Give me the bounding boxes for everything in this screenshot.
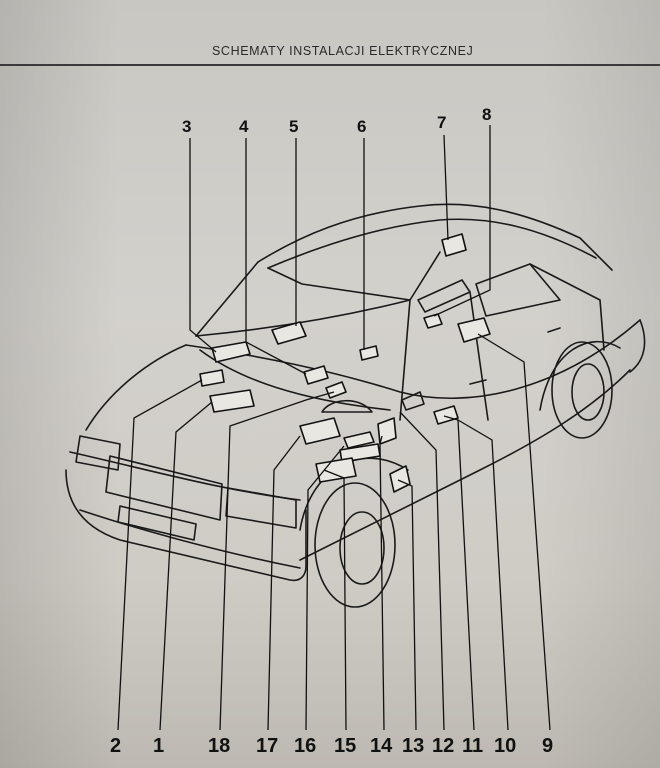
door-handle-front [469, 379, 487, 385]
callout-15: 15 [334, 735, 356, 757]
b-pillar [469, 291, 489, 421]
module-18 [299, 417, 341, 445]
body-sill [299, 369, 631, 561]
front-wheel-hub [339, 511, 385, 585]
callout-11: 11 [462, 735, 483, 757]
callout-6: 6 [357, 117, 366, 136]
engine-component-dome [321, 400, 373, 413]
car-roof [257, 203, 613, 271]
body-rear [629, 319, 646, 373]
a-pillar [399, 299, 411, 421]
callout-9: 9 [542, 735, 553, 757]
front-bumper [65, 469, 307, 582]
front-wheel [314, 482, 396, 608]
front-bumper-top [69, 451, 301, 501]
module-15 [315, 457, 357, 483]
module-1 [209, 389, 255, 413]
license-plate [117, 505, 197, 541]
callout-12: 12 [432, 735, 454, 757]
headlight-right [225, 487, 297, 529]
rear-wheel-hub [571, 363, 605, 421]
module-7 [441, 233, 467, 257]
module-13 [389, 465, 411, 493]
module-2 [199, 369, 225, 387]
module-11 [433, 405, 459, 425]
header-rule [0, 64, 660, 66]
module-8 [423, 313, 443, 329]
hood-front [85, 344, 187, 431]
callout-3: 3 [182, 117, 191, 136]
front-bumper-lower [79, 509, 301, 569]
callout-8: 8 [482, 105, 491, 124]
side-window-front [417, 279, 471, 313]
callout-16: 16 [294, 735, 316, 757]
callout-7: 7 [437, 113, 446, 132]
module-6 [359, 345, 379, 361]
module-5 [271, 321, 307, 345]
callout-1: 1 [153, 735, 164, 757]
module-4 [303, 365, 329, 385]
windshield [195, 251, 441, 337]
mirror [401, 391, 425, 411]
callout-18: 18 [208, 735, 230, 757]
callout-10: 10 [494, 735, 516, 757]
grille [105, 455, 223, 521]
callouts-bottom: 2 1 18 17 16 15 14 13 12 11 10 9 [110, 735, 553, 757]
headlight-left [75, 435, 121, 471]
modules [199, 233, 491, 493]
module-17 [343, 431, 375, 449]
page-header-title: SCHEMATY INSTALACJI ELEKTRYCZNEJ [212, 44, 474, 58]
callout-17: 17 [256, 735, 278, 757]
module-3 [211, 341, 251, 363]
door-handle-rear [547, 327, 561, 333]
callout-13: 13 [402, 735, 424, 757]
leader-lines [117, 125, 551, 731]
module-14 [377, 417, 397, 445]
car-roof-inner [267, 218, 597, 269]
callout-2: 2 [110, 735, 121, 757]
rear-window [529, 263, 605, 351]
module-4b [325, 381, 347, 399]
body-side-top [185, 319, 641, 400]
callout-5: 5 [289, 117, 298, 136]
callout-4: 4 [239, 117, 249, 136]
side-window-rear [475, 263, 561, 317]
rear-wheel-arch [539, 340, 621, 411]
callout-14: 14 [370, 735, 393, 757]
rear-wheel [551, 341, 613, 439]
car-outline [65, 203, 646, 608]
callouts-top: 3 4 5 6 7 8 [182, 105, 491, 136]
